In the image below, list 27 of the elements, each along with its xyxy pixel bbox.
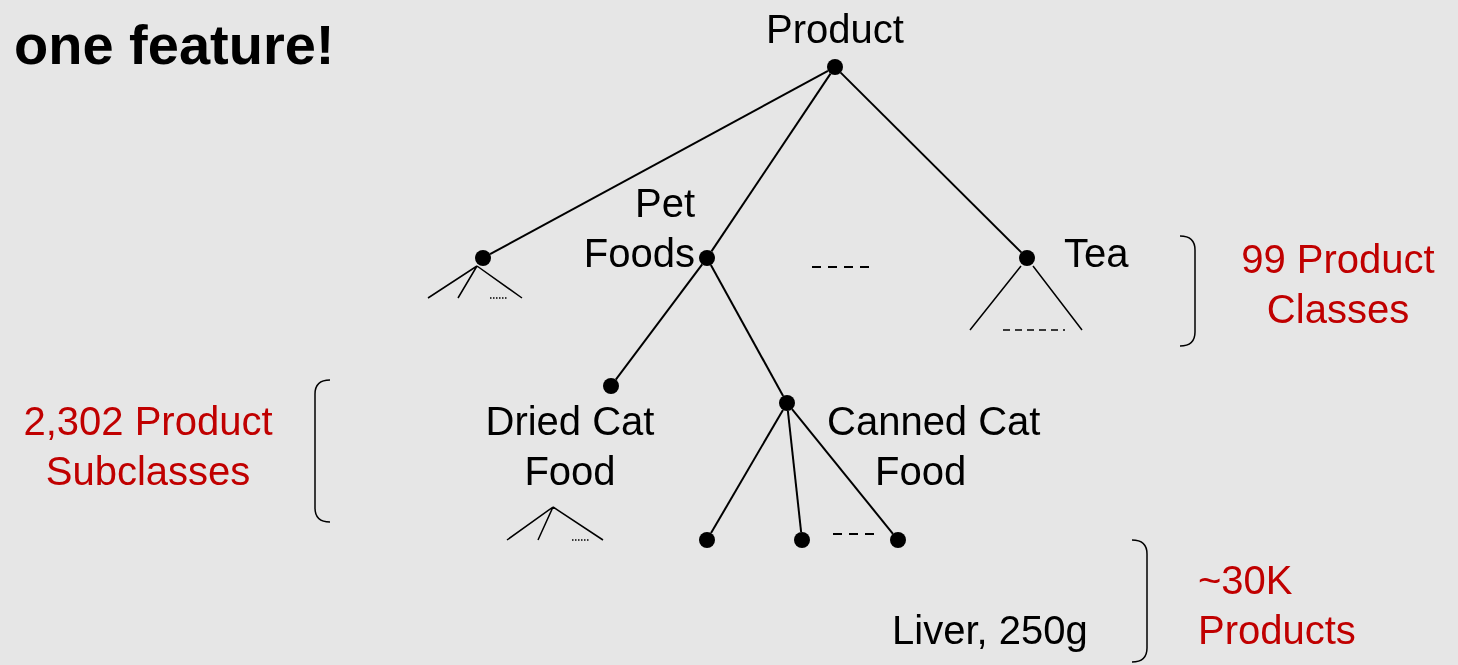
tree-line (710, 408, 784, 535)
tree-line (791, 408, 894, 535)
tree-node-dot (890, 532, 906, 548)
tree-line (786, 409, 803, 534)
tree-line (710, 72, 832, 253)
node-label: Canned Cat Food (827, 398, 1042, 495)
slide-heading: one feature! (14, 12, 335, 78)
tree-node-dot (475, 250, 491, 266)
tree-line (614, 263, 704, 381)
tree-node-dot (779, 395, 795, 411)
node-label: Dried Cat Food (484, 398, 656, 495)
level-count-label: ~30K Products (1198, 557, 1357, 654)
tree-line (489, 69, 829, 256)
node-label: Product (765, 6, 905, 53)
node-label: Liver, 250g (892, 607, 1089, 654)
level-count-label: 99 Product Classes (1240, 236, 1436, 333)
tree-node-dot (699, 532, 715, 548)
tree-line (709, 264, 785, 397)
tree-node-dot (1019, 250, 1035, 266)
tree-line (839, 71, 1023, 254)
node-label: Tea (1064, 230, 1130, 277)
tree-node-dot (603, 378, 619, 394)
tree-node-dot (827, 59, 843, 75)
node-label: Pet Foods (582, 180, 695, 277)
tree-node-dot (794, 532, 810, 548)
tree-node-dot (699, 250, 715, 266)
level-count-label: 2,302 Product Subclasses (22, 398, 274, 495)
